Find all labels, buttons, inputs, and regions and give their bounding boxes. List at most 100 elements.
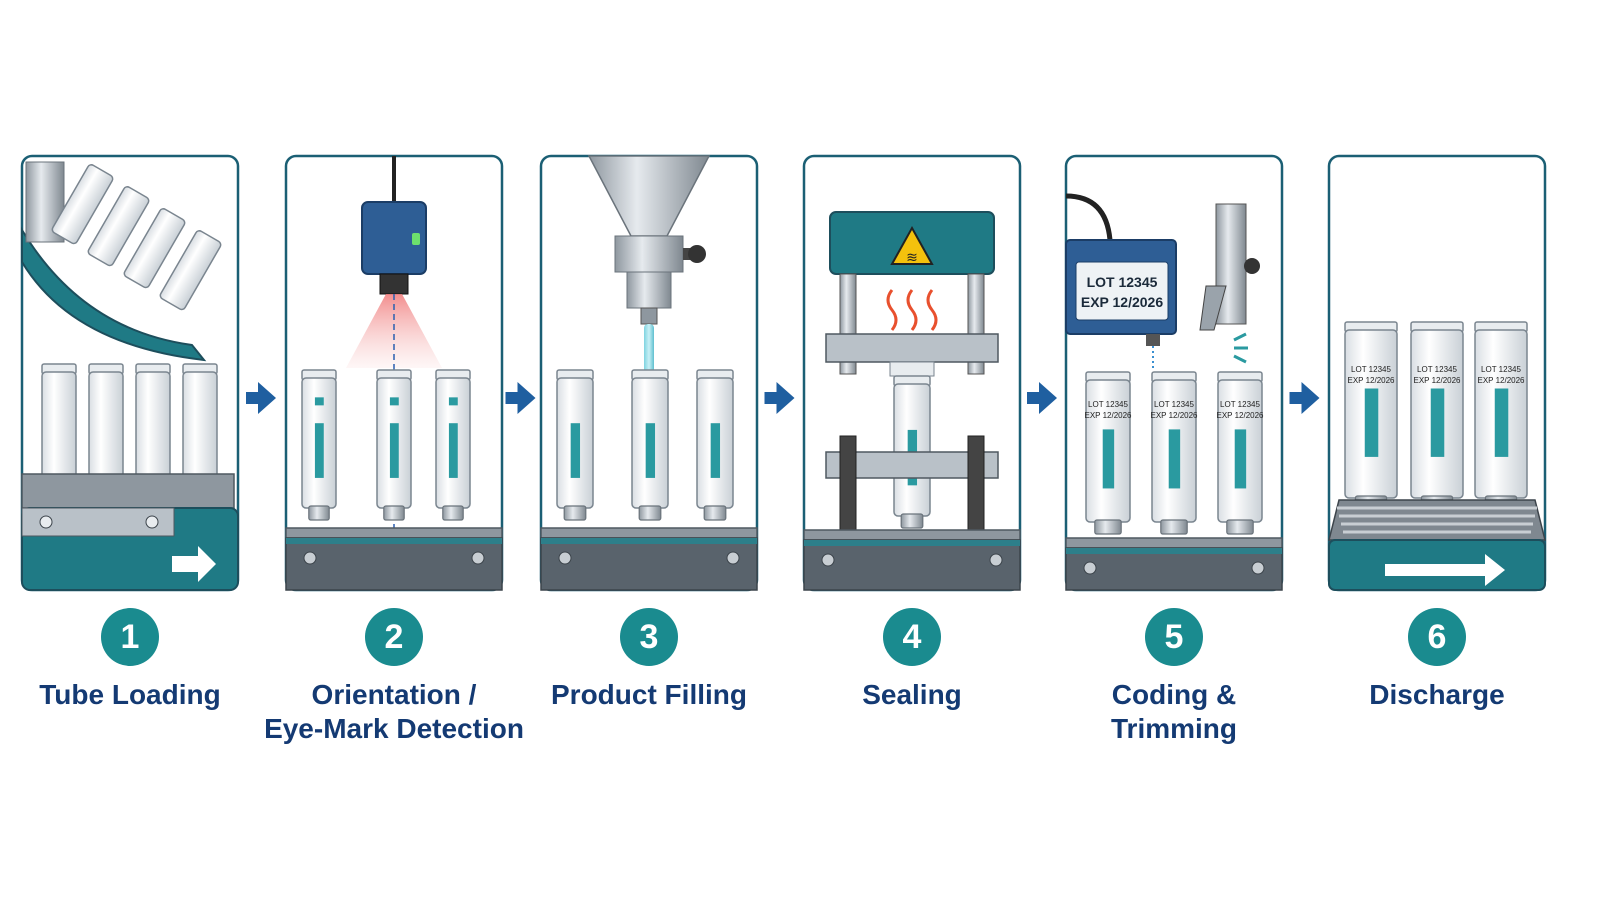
coder-lot-text: LOT 12345: [1087, 274, 1158, 290]
tube-label-band: [1364, 388, 1379, 457]
bolt: [726, 551, 740, 565]
step-label: Orientation /Eye-Mark Detection: [244, 678, 544, 746]
tube-label-band: [1102, 429, 1115, 489]
trim-motion: [1233, 332, 1248, 364]
tube-exp-text: EXP 12/2026: [1150, 411, 1198, 420]
tube: [135, 363, 171, 493]
step-label: Tube Loading: [0, 678, 280, 712]
tube-label-band: [1430, 388, 1445, 457]
valve-block: [614, 235, 684, 273]
arm-knob: [1244, 258, 1260, 274]
tube-lot-text: LOT 12345: [1481, 365, 1521, 374]
step-label-line: Discharge: [1369, 679, 1505, 710]
step-number-badge: 2: [365, 608, 423, 666]
bolt: [821, 553, 835, 567]
tube-label-band: [448, 423, 458, 478]
angled-tube: [87, 186, 150, 267]
eye-mark: [314, 397, 324, 406]
tube-label-band: [710, 423, 721, 478]
step-label-line: Eye-Mark Detection: [264, 713, 524, 744]
tube-label-band: [314, 423, 324, 478]
tube: [631, 369, 669, 521]
bolt: [145, 515, 159, 529]
step-label-line: Orientation /: [311, 679, 477, 710]
step-label-line: Sealing: [862, 679, 962, 710]
tube: [435, 369, 471, 521]
upper-jaw: [825, 333, 999, 363]
tube-exp-text: EXP 12/2026: [1347, 376, 1395, 385]
flow-arrow-icon: [1027, 382, 1057, 414]
ink-nozzle: [1146, 334, 1160, 346]
heat-wave: [926, 289, 938, 331]
tube-label-band: [1234, 429, 1247, 489]
step-number-badge: 6: [1408, 608, 1466, 666]
nozzle-tip: [640, 307, 658, 325]
feed-chute: [21, 226, 207, 362]
direction-arrow-icon: [172, 546, 216, 582]
tube-lot-text: LOT 12345: [1417, 365, 1457, 374]
coder-exp-text: EXP 12/2026: [1081, 294, 1163, 310]
step-number-badge: 5: [1145, 608, 1203, 666]
bolt: [303, 551, 317, 565]
angled-tube: [123, 208, 186, 289]
conveyor-base: [285, 527, 503, 591]
conveyor-base: [803, 529, 1021, 591]
tube-lot-text: LOT 12345: [1220, 400, 1260, 409]
crimp: [889, 361, 935, 377]
tube: [1085, 371, 1131, 535]
step-label-line: Coding &: [1111, 679, 1237, 710]
trim-blade: [1199, 285, 1227, 331]
tube: [1217, 371, 1263, 535]
arrows-layer: [246, 382, 1320, 414]
tube: [41, 363, 77, 493]
step-label: Discharge: [1287, 678, 1587, 712]
roller-bed: [1328, 499, 1546, 541]
eye-mark: [389, 397, 399, 406]
direction-arrow-icon: [1385, 554, 1505, 586]
tube: [182, 363, 218, 493]
heat-wave: [906, 289, 918, 331]
conveyor-base: [1065, 537, 1283, 591]
product-stream: [644, 324, 654, 380]
step-label-line: Product Filling: [551, 679, 747, 710]
step-number-badge: 3: [620, 608, 678, 666]
nozzle-body: [626, 271, 672, 309]
tube-label-band: [570, 423, 581, 478]
flow-arrow-icon: [764, 382, 795, 414]
conveyor-base: [540, 527, 758, 591]
step-number-badge: 4: [883, 608, 941, 666]
tube-label-band: [1494, 388, 1509, 457]
step-label: Coding &Trimming: [1024, 678, 1324, 746]
tube-label-band: [645, 423, 656, 478]
tube: [1410, 321, 1464, 511]
guide-post: [839, 435, 857, 531]
heat-sealer-icon: ≋: [802, 154, 1022, 592]
status-led: [412, 233, 420, 245]
tube-exp-text: EXP 12/2026: [1413, 376, 1461, 385]
tube-lot-text: LOT 12345: [1154, 400, 1194, 409]
step-label: Sealing: [762, 678, 1062, 712]
collar-rail: [21, 473, 235, 509]
guide-post: [967, 435, 985, 531]
coder-cable: [1065, 193, 1113, 241]
tube-lot-text: LOT 12345: [1088, 400, 1128, 409]
tube: [1151, 371, 1197, 535]
heat-warning-icon: [890, 225, 934, 265]
flow-arrow-icon: [246, 382, 276, 414]
angled-tube: [159, 230, 222, 311]
bolt: [471, 551, 485, 565]
tube: [1344, 321, 1398, 511]
tube: [556, 369, 594, 521]
bolt: [1251, 561, 1265, 575]
heat-wave: [886, 289, 898, 331]
tube-lot-text: LOT 12345: [1351, 365, 1391, 374]
tube-exp-text: EXP 12/2026: [1216, 411, 1264, 420]
tube: [88, 363, 124, 493]
eye-mark: [448, 397, 458, 406]
tube: [696, 369, 734, 521]
